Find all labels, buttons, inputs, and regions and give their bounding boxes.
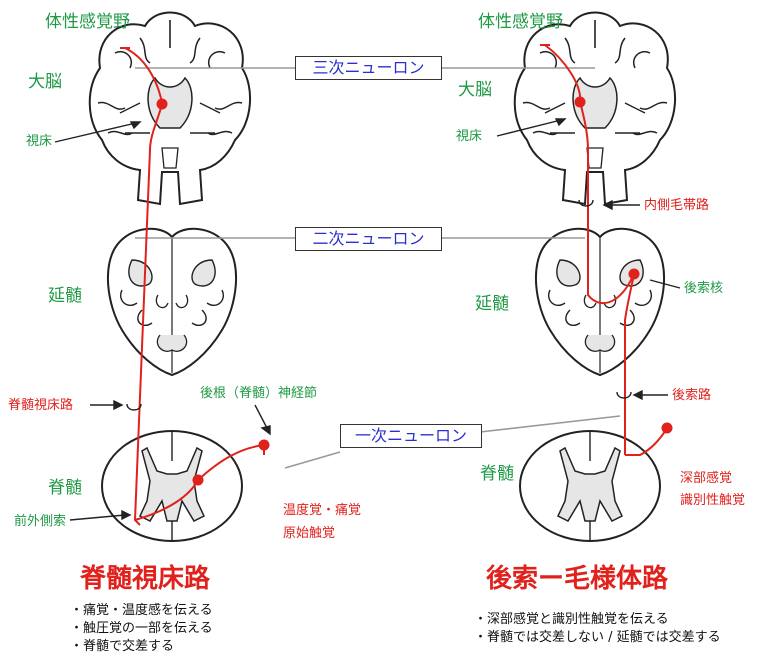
left-spinal-section xyxy=(101,430,243,542)
left-medulla-label: 延髄 xyxy=(48,286,82,306)
column-label: 後索路 xyxy=(672,388,712,403)
anterolateral-label: 前外側索 xyxy=(14,514,67,529)
left-cortex-label: 体性感覚野 xyxy=(45,12,130,32)
left-sensation-1: 温度覚・痛覚 xyxy=(283,503,362,518)
left-bullet-3: ・脊髄で交差する xyxy=(70,639,175,654)
first-neuron-box: 一次ニューロン xyxy=(340,424,482,448)
left-ganglion-cell xyxy=(258,439,270,451)
ganglion-label: 後根（脊髄）神経節 xyxy=(200,386,318,401)
right-ganglion-cell xyxy=(661,422,673,434)
left-thalamus-neuron xyxy=(156,98,168,110)
right-thalamus-neuron xyxy=(574,96,586,108)
left-medulla-section xyxy=(106,227,238,376)
second-neuron-box: 二次ニューロン xyxy=(295,227,442,251)
right-spinal-label: 脊髄 xyxy=(480,464,514,484)
right-bullet-2: ・脊髄では交差しない / 延髄では交差する xyxy=(474,630,721,645)
right-cerebrum-label: 大脳 xyxy=(458,80,492,100)
left-sensation-2: 原始触覚 xyxy=(283,526,336,541)
connector-lines xyxy=(135,67,621,469)
right-column-symbol xyxy=(616,391,632,399)
left-spinal-label: 脊髄 xyxy=(48,478,82,498)
right-cortex-label: 体性感覚野 xyxy=(478,12,563,32)
right-brain-section xyxy=(513,11,677,205)
pointer-arrows xyxy=(54,118,681,521)
left-brain-section xyxy=(88,11,252,205)
lemniscus-label: 内側毛帯路 xyxy=(644,198,710,213)
right-thalamus-label: 視床 xyxy=(456,129,483,144)
right-sensation-2: 識別性触覚 xyxy=(680,493,746,508)
left-cerebrum-label: 大脳 xyxy=(28,72,62,92)
left-red-pathway xyxy=(120,47,265,526)
nucleus-label: 後索核 xyxy=(684,281,724,296)
right-title: 後索ー毛様体路 xyxy=(486,564,669,594)
right-lemniscus-symbol xyxy=(578,199,594,207)
left-dorsal-horn-neuron xyxy=(192,474,204,486)
right-medulla-section xyxy=(534,227,666,376)
left-bullet-2: ・触圧覚の一部を伝える xyxy=(70,621,213,636)
right-medulla-label: 延髄 xyxy=(475,294,509,314)
left-title: 脊髄視床路 xyxy=(80,564,211,594)
left-bullet-1: ・痛覚・温度感を伝える xyxy=(70,603,213,618)
third-neuron-box: 三次ニューロン xyxy=(295,56,442,80)
right-bullet-1: ・深部感覚と識別性触覚を伝える xyxy=(474,612,669,627)
right-sensation-1: 深部感覚 xyxy=(680,471,733,486)
left-thalamus-label: 視床 xyxy=(26,134,53,149)
right-spinal-section xyxy=(519,430,661,542)
left-tract-label: 脊髄視床路 xyxy=(8,398,74,413)
left-tract-symbol xyxy=(126,403,142,411)
right-nucleus-neuron xyxy=(628,268,640,280)
